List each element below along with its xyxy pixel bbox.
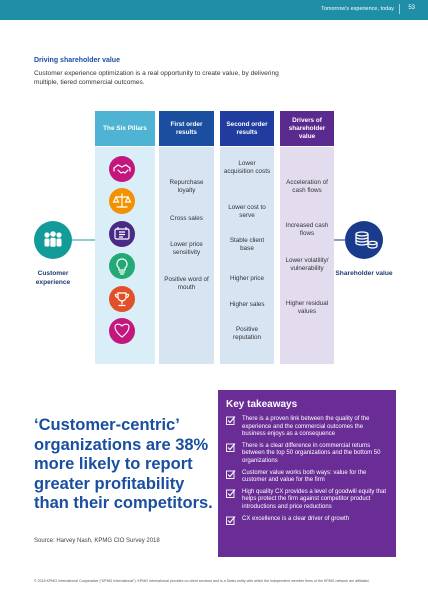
header-divider: [399, 4, 400, 14]
takeaway-text: Customer value works both ways: value fo…: [242, 469, 367, 484]
header-title: Tomorrow's experience, today: [321, 6, 394, 12]
section-intro: Customer experience optimization is a re…: [34, 70, 279, 86]
checkbox-icon: [226, 442, 236, 452]
first-order-item: Cross sales: [170, 215, 203, 222]
drivers-column: Acceleration of cash flows Increased cas…: [280, 147, 334, 364]
scales-icon: [109, 188, 135, 214]
page-number: 53: [408, 5, 415, 11]
checkbox-icon: [226, 469, 236, 479]
column-header-second-order: Second order results: [220, 111, 274, 146]
first-order-column: Repurchase loyalty Cross sales Lower pri…: [159, 147, 214, 364]
checkbox-icon: [226, 488, 236, 498]
section-title: Driving shareholder value: [34, 57, 120, 64]
takeaway-text: High quality CX provides a level of good…: [242, 488, 387, 510]
takeaway-text: There is a proven link between the quali…: [242, 416, 370, 438]
checkbox-icon: [226, 515, 236, 525]
column-header-pillars: The Six Pillars: [95, 111, 155, 146]
first-order-item: Positive word of mouth: [164, 276, 209, 291]
coin-stack-icon: [355, 231, 378, 249]
takeaway-item: There is a proven link between the quali…: [226, 416, 388, 439]
takeaway-item: CX excellence is a clear driver of growt…: [226, 516, 388, 525]
clock-icon: [109, 221, 135, 247]
first-order-item: Repurchase loyalty: [169, 179, 204, 194]
column-header-first-order: First order results: [159, 111, 214, 146]
shareholder-value-label: Shareholder value: [335, 270, 393, 277]
column-header-drivers: Drivers of shareholder value: [280, 111, 334, 146]
checkbox-icon: [226, 416, 236, 425]
quote-source: Source: Harvey Nash, KPMG CIO Survey 201…: [34, 538, 160, 544]
lightbulb-icon: [109, 253, 135, 279]
takeaway-text: There is a clear difference in commercia…: [242, 442, 381, 464]
first-order-item: Lower price sensitivity: [170, 241, 203, 256]
second-order-item: Stable client base: [229, 237, 265, 252]
second-order-item: Positive reputation: [232, 326, 261, 341]
second-order-item: Higher price: [230, 275, 264, 282]
customer-experience-label: Customer experience: [35, 270, 71, 286]
second-order-item: Lower acquisition costs: [223, 160, 271, 175]
second-order-item: Higher sales: [229, 301, 265, 308]
handshake-icon: [109, 156, 135, 182]
driver-item: Increased cash flows: [285, 222, 329, 237]
driver-item: Higher residual values: [285, 300, 329, 315]
shareholder-value-circle: [345, 221, 383, 259]
empathy-icon: [109, 318, 135, 344]
second-order-column: Lower acquisition costs Lower cost to se…: [220, 147, 274, 364]
header-bar: [0, 0, 428, 20]
key-takeaways-title: Key takeaways: [226, 399, 298, 410]
trophy-icon: [109, 286, 135, 312]
customer-experience-circle: [34, 221, 72, 259]
takeaway-item: High quality CX provides a level of good…: [226, 489, 388, 512]
second-order-item: Lower cost to serve: [228, 204, 266, 219]
pull-quote: ‘Customer-centric’ organizations are 38%…: [34, 416, 213, 512]
driver-item: Acceleration of cash flows: [286, 179, 328, 194]
people-group-icon: [44, 231, 62, 247]
takeaway-text: CX excellence is a clear driver of growt…: [242, 515, 350, 522]
driver-item: Lower volatility/ vulnerability: [285, 257, 329, 272]
takeaway-item: Customer value works both ways: value fo…: [226, 470, 388, 485]
key-takeaways-box: Key takeaways There is a proven link bet…: [218, 390, 396, 557]
footer-legal: © 2018 KPMG International Cooperative (“…: [34, 579, 370, 583]
takeaway-item: There is a clear difference in commercia…: [226, 443, 388, 466]
